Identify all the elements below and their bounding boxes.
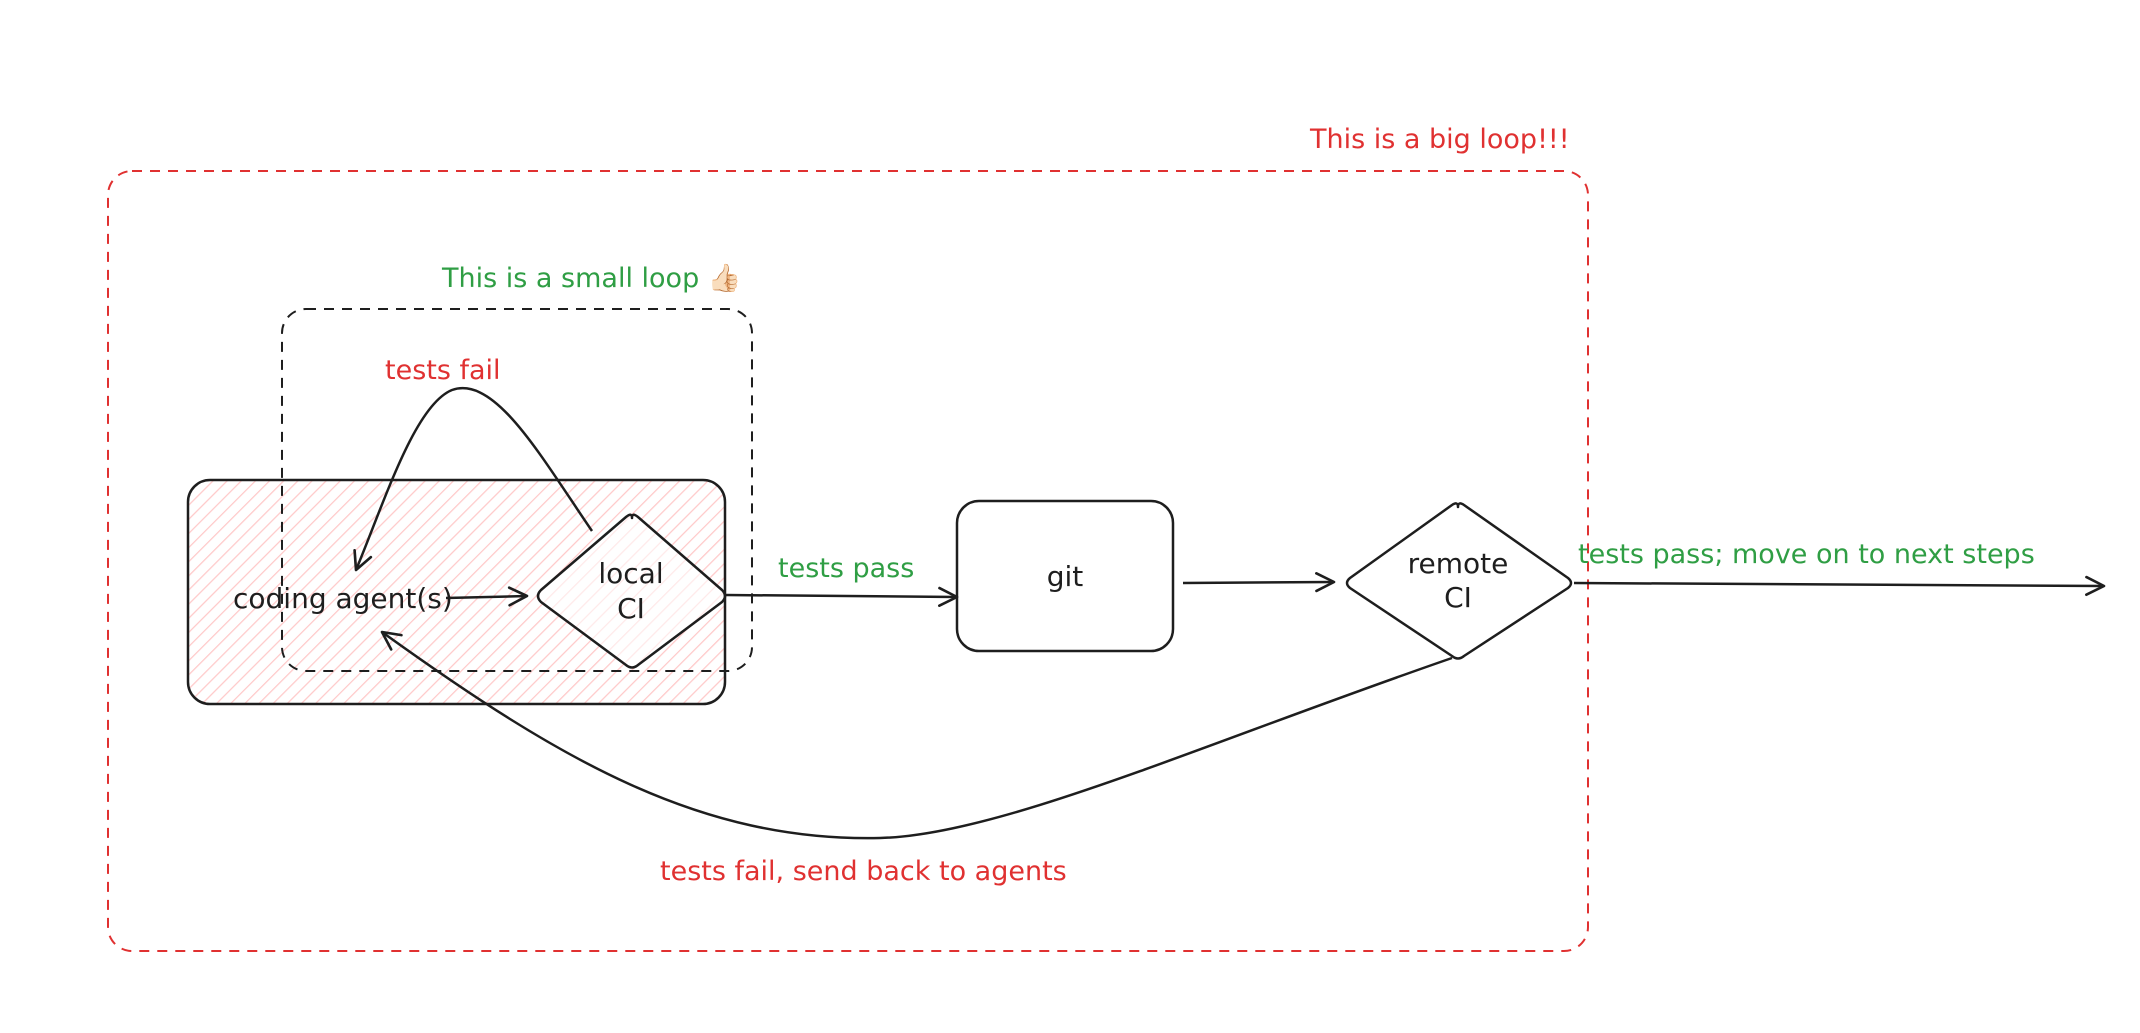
arrow-remote-ci-to-next xyxy=(1573,575,2106,597)
remote-ci-label-line1: remote xyxy=(1408,547,1509,580)
remote-fail-label: tests fail, send back to agents xyxy=(660,856,1067,887)
local-fail-label: tests fail xyxy=(385,355,501,386)
small-loop-label: This is a small loop 👍🏻 xyxy=(441,262,741,294)
git-label: git xyxy=(1047,560,1084,593)
arrow-local-ci-to-git xyxy=(725,586,959,607)
local-ci-label-line1: local xyxy=(598,557,663,590)
remote-ci-diamond[interactable] xyxy=(1345,502,1573,660)
remote-ci-label-line2: CI xyxy=(1444,581,1472,614)
local-pass-label: tests pass xyxy=(778,553,914,584)
local-ci-diamond[interactable] xyxy=(536,513,727,669)
coding-agents-label: coding agent(s) xyxy=(233,582,453,615)
arrow-remote-fail-to-agents xyxy=(380,630,1453,840)
git-node[interactable] xyxy=(955,499,1175,653)
small-loop-boundary xyxy=(281,308,753,672)
big-loop-boundary xyxy=(107,170,1589,952)
arrow-git-to-remote-ci xyxy=(1182,571,1336,593)
arrow-local-fail-loop xyxy=(353,387,594,572)
local-ci-label-line2: CI xyxy=(617,592,645,625)
big-loop-label: This is a big loop!!! xyxy=(1309,124,1570,155)
arrow-agents-to-local-ci xyxy=(445,586,529,607)
remote-pass-label: tests pass; move on to next steps xyxy=(1578,539,2035,570)
